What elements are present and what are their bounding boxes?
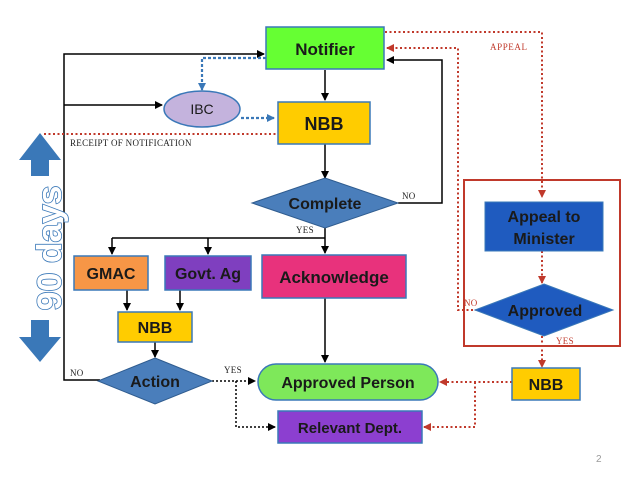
node-nbb-middle[interactable]: NBB [117, 311, 193, 343]
node-nbb-top-label: NBB [305, 114, 344, 134]
node-appeal-line2: Minister [513, 231, 574, 248]
node-gmac-label: GMAC [87, 266, 136, 283]
appeal-frame [463, 179, 621, 347]
dotted-blue-connectors [198, 56, 275, 122]
node-appeal-line1: Appeal to [508, 209, 581, 226]
label-no-approved: NO [464, 298, 478, 308]
timeline-arrow-up [19, 133, 61, 176]
timeline-arrow-down [19, 320, 61, 362]
node-appeal-to-minister[interactable]: Appeal to Minister [484, 201, 604, 252]
node-nbb-middle-label: NBB [138, 320, 173, 337]
arrow-action-no-loop [63, 50, 265, 381]
arrow-approved-no-to-notifier [386, 44, 482, 311]
node-action[interactable]: Action [96, 357, 214, 405]
page-number: 2 [596, 454, 602, 465]
solid-connectors [63, 50, 443, 381]
label-yes-action: YES [224, 365, 242, 375]
node-nbb-top[interactable]: NBB [277, 101, 371, 145]
arrow-action-to-relevant-dept [235, 381, 276, 431]
node-complete[interactable]: Complete [250, 177, 400, 229]
node-approved[interactable]: Approved [473, 283, 615, 337]
node-acknowledge[interactable]: Acknowledge [261, 254, 407, 299]
node-acknowledge-label: Acknowledge [279, 268, 389, 287]
label-appeal: APPEAL [490, 42, 528, 52]
label-yes-approved: YES [556, 336, 574, 346]
node-ibc[interactable]: IBC [163, 90, 241, 128]
label-no-complete: NO [402, 191, 416, 201]
node-gmac[interactable]: GMAC [73, 255, 149, 291]
node-nbb-right-label: NBB [529, 377, 564, 394]
node-approved-label: Approved [508, 303, 583, 320]
node-approved-person[interactable]: Approved Person [257, 363, 439, 401]
node-govt-ag-label: Govt. Ag [175, 266, 241, 283]
node-ibc-label: IBC [190, 101, 213, 117]
arrow-complete-no-to-notifier [386, 56, 443, 204]
label-receipt: RECEIPT OF NOTIFICATION [70, 138, 192, 148]
dotted-black-connectors [212, 377, 276, 431]
arrow-notifier-to-ibc [198, 56, 266, 91]
node-nbb-right[interactable]: NBB [511, 367, 581, 401]
dotted-red-connectors [44, 31, 546, 431]
node-relevant-dept[interactable]: Relevant Dept. [277, 410, 423, 444]
label-yes-complete: YES [296, 225, 314, 235]
node-govt-ag[interactable]: Govt. Ag [164, 255, 252, 291]
label-no-action: NO [70, 368, 84, 378]
arrow-appeal-to-minister [385, 31, 546, 198]
node-notifier[interactable]: Notifier [265, 26, 385, 70]
node-action-label: Action [130, 374, 180, 391]
node-relevant-dept-label: Relevant Dept. [298, 420, 402, 437]
node-notifier-label: Notifier [295, 40, 355, 59]
timeline-text: 90 days [31, 186, 69, 311]
timeline-90-days: 90 days [19, 133, 70, 362]
arrow-nbb-to-relevant-dept [423, 382, 476, 431]
node-approved-person-label: Approved Person [281, 375, 414, 392]
node-complete-label: Complete [289, 196, 362, 213]
